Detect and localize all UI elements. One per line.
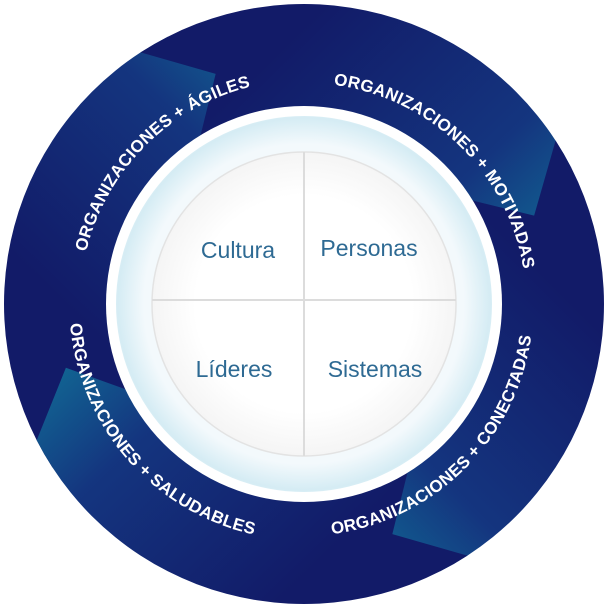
quadrant-lideres: Líderes (196, 356, 273, 382)
segment-saludables (36, 367, 468, 604)
quadrant-personas: Personas (320, 235, 417, 261)
segment-agiles (4, 36, 241, 468)
quadrant-sistemas: Sistemas (328, 356, 423, 382)
segment-conectadas (367, 140, 604, 572)
segment-motivadas (140, 4, 572, 241)
quadrant-cultura: Cultura (201, 237, 275, 263)
